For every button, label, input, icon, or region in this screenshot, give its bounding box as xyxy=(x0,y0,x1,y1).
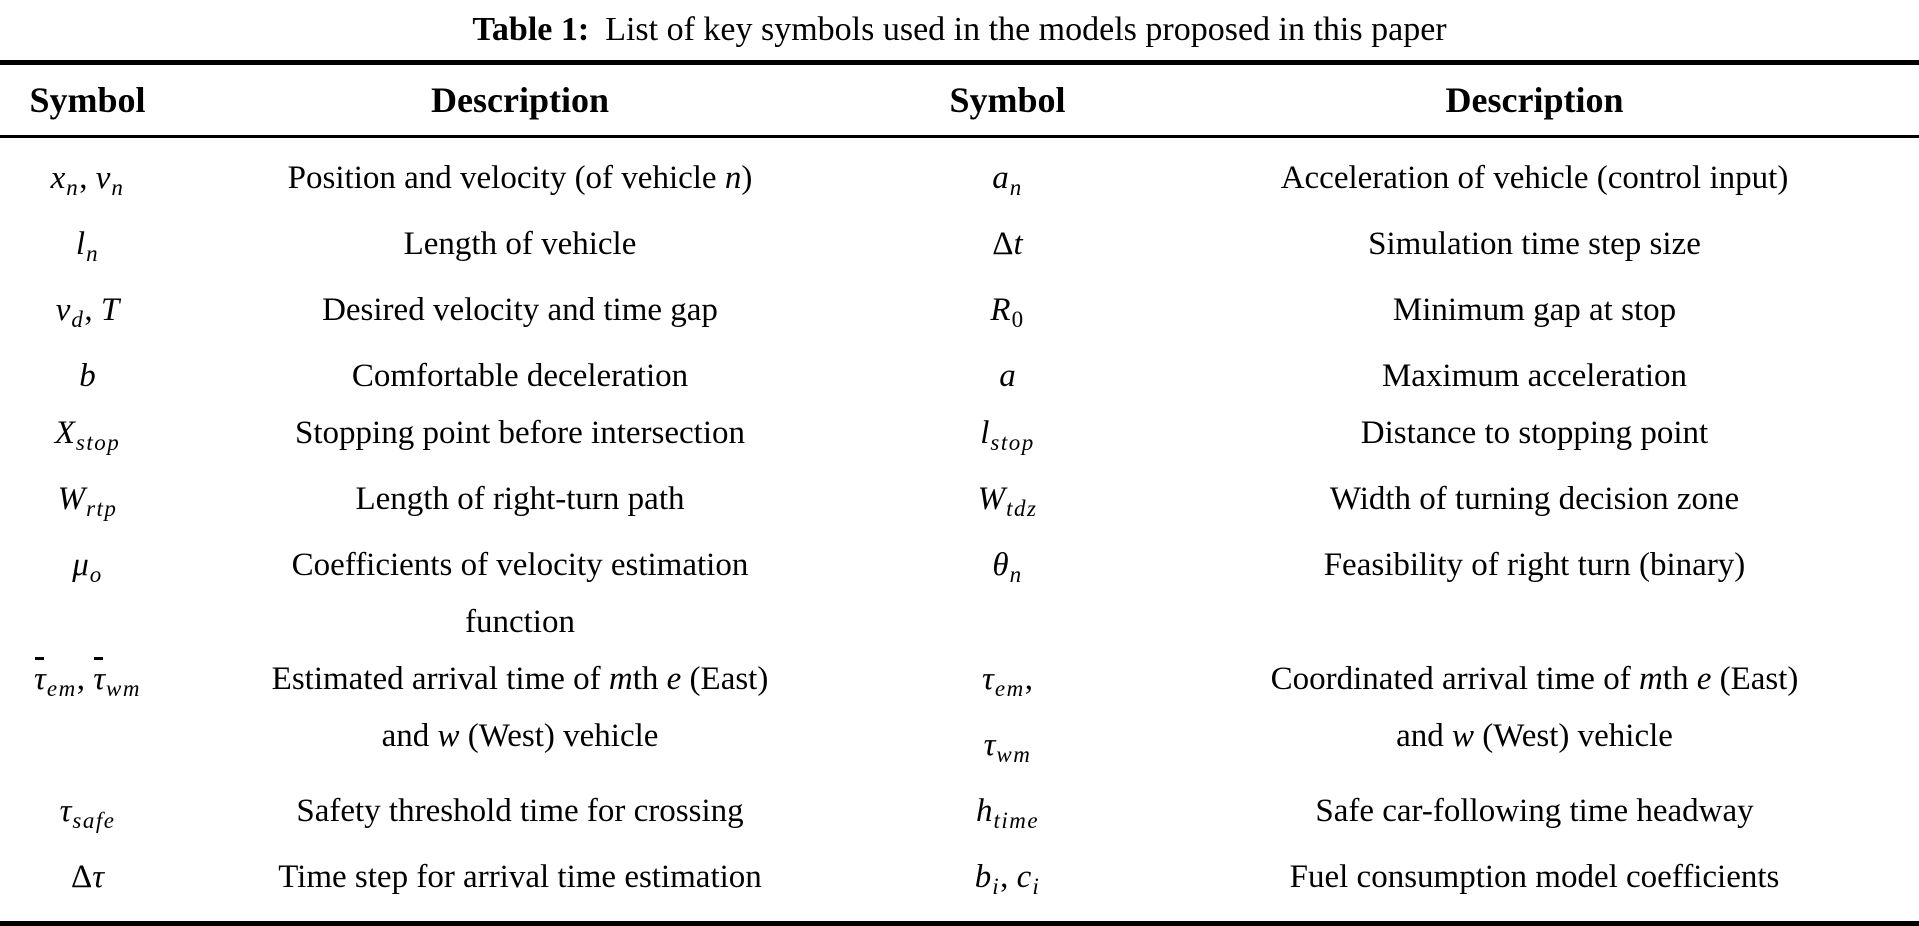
table-row: xn, vn Position and velocity (of vehicle … xyxy=(0,137,1919,217)
symbols-table: Symbol Description Symbol Description xn… xyxy=(0,60,1919,926)
header-row: Symbol Description Symbol Description xyxy=(0,62,1919,138)
description-cell: Desired velocity and time gap xyxy=(322,292,718,328)
description-cell: Stopping point before intersection xyxy=(295,415,745,451)
description-cell: Length of vehicle xyxy=(403,226,637,262)
description-cell: Feasibility of right turn (binary) xyxy=(1323,547,1746,583)
table-body: xn, vn Position and velocity (of vehicle … xyxy=(0,137,1919,924)
description-cell: Acceleration of vehicle (control input) xyxy=(1280,160,1789,196)
symbol-cell: μo xyxy=(72,547,103,587)
description-cell: Estimated arrival time of mth e (East)an… xyxy=(271,661,769,754)
symbol-cell: Xstop xyxy=(54,415,121,455)
table-row: Wrtp Length of right-turn path Wtdz Width o… xyxy=(0,471,1919,537)
header-description-left: Description xyxy=(175,62,865,138)
description-cell: Minimum gap at stop xyxy=(1392,292,1677,328)
table-row: ln Length of vehicle Δt Simulation time ste… xyxy=(0,216,1919,282)
description-cell: Distance to stopping point xyxy=(1360,415,1709,451)
symbol-cell: xn, vn xyxy=(50,160,125,200)
symbol-cell: θn xyxy=(992,547,1023,587)
table-row: Δτ Time step for arrival time estimation b… xyxy=(0,849,1919,924)
symbol-cell: Wrtp xyxy=(57,481,118,521)
symbol-cell: an xyxy=(992,160,1023,200)
symbol-cell: R0 xyxy=(990,292,1025,332)
description-cell: Fuel consumption model coefficients xyxy=(1289,859,1780,895)
symbol-cell: τem, τwm xyxy=(0,651,175,783)
description-cell: Maximum acceleration xyxy=(1381,358,1688,394)
table-row: vd, T Desired velocity and time gap R0 Mini… xyxy=(0,282,1919,348)
symbol-cell: τem,τwm xyxy=(982,661,1033,767)
table-row: b Comfortable deceleration a Maximum accele… xyxy=(0,348,1919,405)
symbol-cell: htime xyxy=(975,793,1040,833)
description-cell: Position and velocity (of vehicle n) xyxy=(287,160,753,196)
symbol-cell: ln xyxy=(75,226,100,266)
symbol-cell: bi, ci xyxy=(974,859,1041,899)
symbol-cell: b xyxy=(79,358,96,394)
table-row: Xstop Stopping point before intersection l… xyxy=(0,405,1919,471)
table-caption: Table 1: List of key symbols used in the … xyxy=(0,0,1919,60)
table-row: τsafe Safety threshold time for crossing h… xyxy=(0,783,1919,849)
description-cell: Simulation time step size xyxy=(1368,226,1701,262)
description-cell: Length of right-turn path xyxy=(355,481,685,517)
symbol-cell: τsafe xyxy=(59,793,116,833)
symbol-cell: Δτ xyxy=(70,859,105,895)
table-row: τem, τwm Estimated arrival time of mth e … xyxy=(0,651,1919,783)
symbol-cell: a xyxy=(999,358,1016,394)
header-description-right: Description xyxy=(1150,62,1919,138)
caption-text: List of key symbols used in the models p… xyxy=(605,11,1447,48)
symbol-cell: Δt xyxy=(992,226,1023,262)
description-cell: Comfortable deceleration xyxy=(351,358,689,394)
symbol-cell: lstop xyxy=(980,415,1035,455)
description-cell: Time step for arrival time estimation xyxy=(278,859,762,895)
description-cell: Safety threshold time for crossing xyxy=(296,793,744,829)
description-cell: Coordinated arrival time of mth e (East)… xyxy=(1270,661,1799,754)
caption-label: Table 1: xyxy=(472,11,590,48)
description-cell: Width of turning decision zone xyxy=(1329,481,1740,517)
description-cell: Safe car-following time headway xyxy=(1315,793,1754,829)
symbol-cell: Wtdz xyxy=(977,481,1038,521)
header-symbol-left: Symbol xyxy=(0,62,175,138)
header-symbol-right: Symbol xyxy=(865,62,1150,138)
symbol-cell: vd, T xyxy=(55,292,120,332)
